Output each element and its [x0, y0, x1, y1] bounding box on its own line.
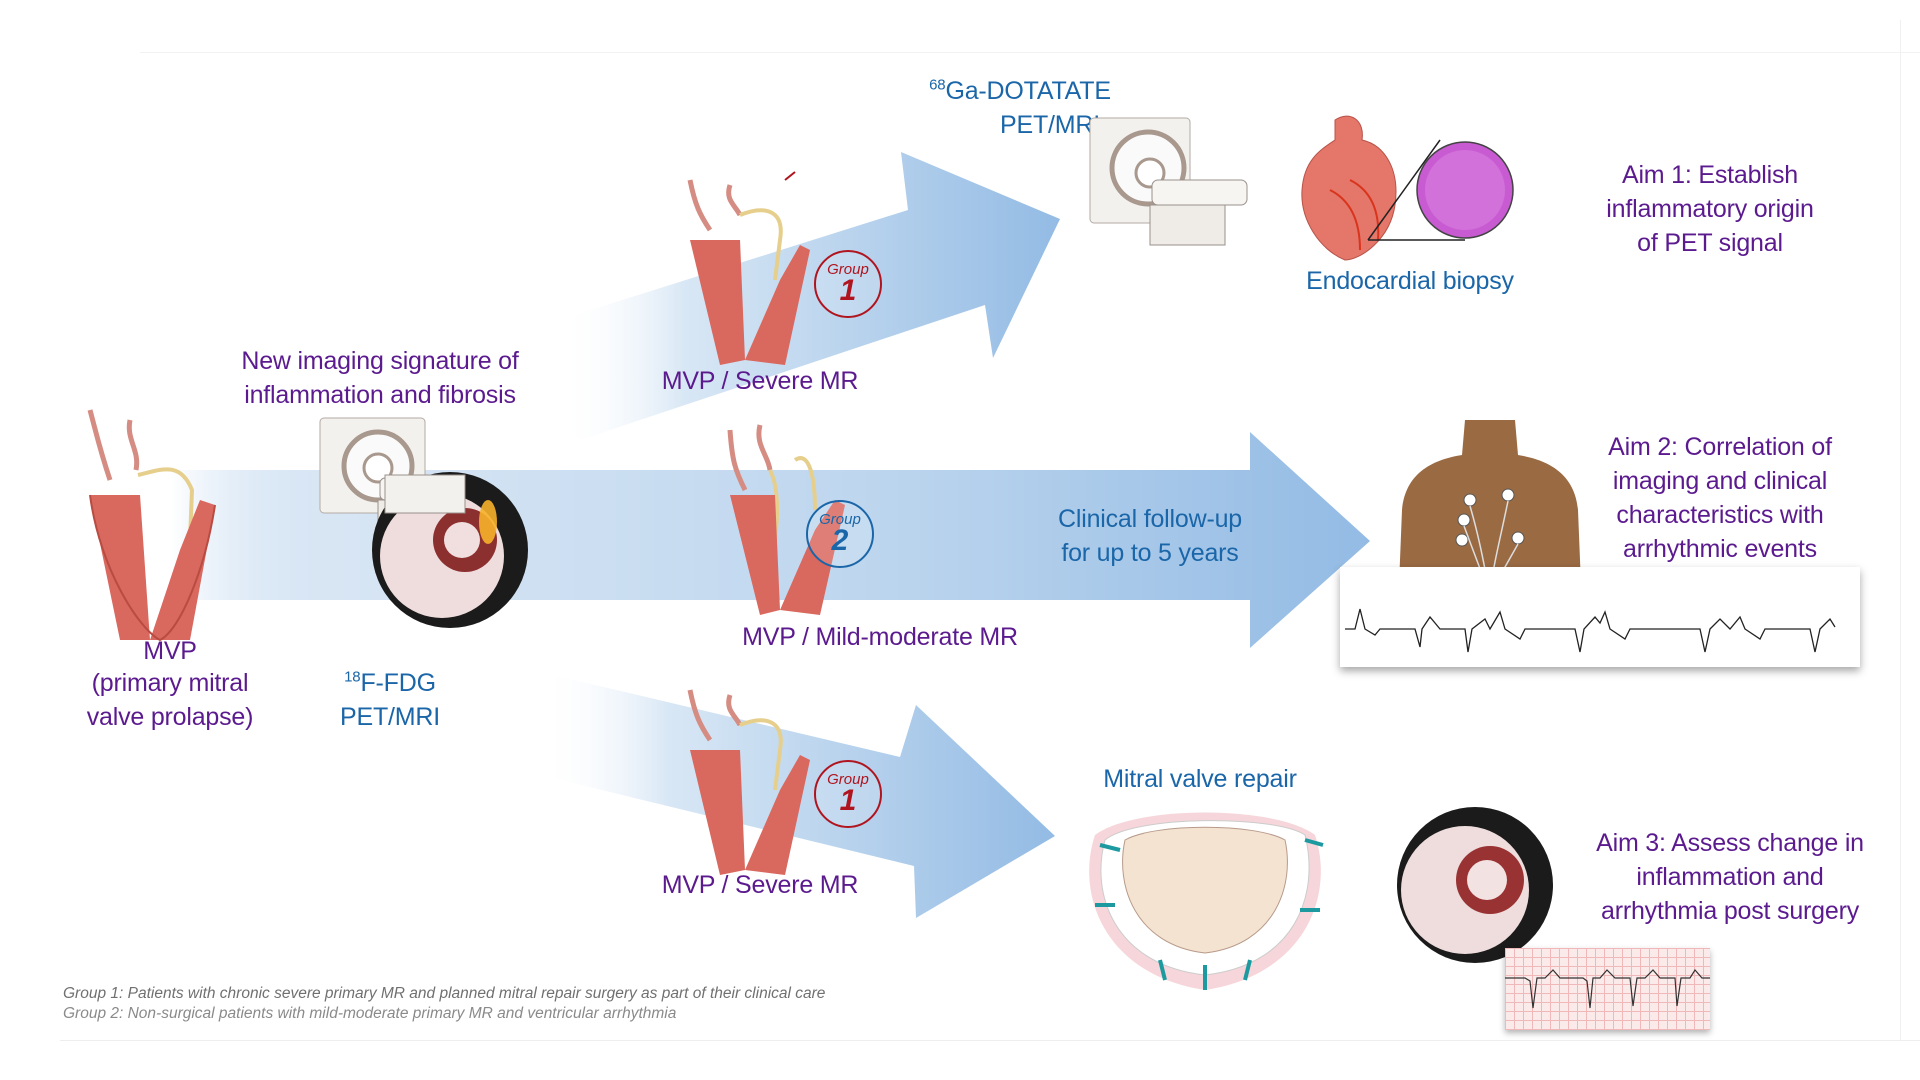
- fdg-tracer-name: F-FDG: [360, 669, 436, 697]
- group-1-badge-bottom: Group 1: [814, 760, 882, 828]
- aim-1-line1: Aim 1: Establish: [1621, 161, 1799, 189]
- ecg-trace-holter: [1345, 608, 1836, 653]
- dotatate-modality-label: PET/MRI: [1000, 111, 1100, 139]
- footnote-group-1: Group 1: Patients with chronic severe pr…: [63, 985, 826, 1002]
- mri-scanner-icon-top: [1089, 117, 1248, 246]
- heart-valve-severe-mr-icon-bottom: [687, 689, 810, 875]
- followup-line2: for up to 5 years: [1061, 539, 1239, 567]
- aim-2-line3: characteristics with: [1616, 501, 1824, 529]
- group-number: 2: [831, 524, 849, 557]
- mvp-subtitle-line2: valve prolapse): [86, 703, 254, 731]
- followup-line1: Clinical follow-up: [1058, 505, 1242, 533]
- group-number: 1: [839, 784, 857, 817]
- aim-3-line1: Aim 3: Assess change in: [1596, 829, 1864, 857]
- cohort-label-middle: MVP / Mild-moderate MR: [742, 623, 1018, 651]
- aim-1-line2: inflammatory origin: [1606, 195, 1814, 223]
- dotatate-isotope-superscript: 68: [929, 76, 946, 94]
- dotatate-tracer-label: 68Ga-DOTATATE: [920, 74, 1120, 108]
- aim-3-line2: inflammation and: [1636, 863, 1824, 891]
- fdg-modality-label: PET/MRI: [340, 703, 440, 731]
- group-word: Group: [827, 261, 869, 278]
- footnote-group-2: Group 2: Non-surgical patients with mild…: [63, 1005, 677, 1022]
- aim-2-line1: Aim 2: Correlation of: [1608, 433, 1832, 461]
- signature-line2: inflammation and fibrosis: [244, 381, 516, 409]
- mvp-subtitle-line1: (primary mitral: [91, 669, 249, 697]
- arrow-top: [560, 152, 1060, 440]
- panel-right-border: [1900, 20, 1901, 1040]
- group-word: Group: [827, 771, 869, 788]
- ecg-strip-holter: [1340, 567, 1860, 667]
- mvp-label: MVP: [143, 637, 197, 665]
- mitral-valve-repair-ring-icon: [1089, 812, 1324, 990]
- heart-valve-severe-mr-icon-top: [687, 171, 810, 365]
- cohort-label-top: MVP / Severe MR: [661, 367, 859, 395]
- endocardial-biopsy-label: Endocardial biopsy: [1306, 267, 1514, 295]
- aim-3-line3: arrhythmia post surgery: [1601, 897, 1859, 925]
- cohort-label-bottom: MVP / Severe MR: [661, 871, 859, 899]
- cardiac-pet-mri-scan-icon: [372, 472, 528, 628]
- group-2-badge: Group 2: [806, 500, 874, 568]
- panel-top-border: [140, 52, 1920, 53]
- heart-valve-diagram-icon: [87, 409, 216, 642]
- panel-bottom-border: [60, 1040, 1920, 1041]
- fdg-isotope-superscript: 18: [344, 668, 361, 686]
- dotatate-tracer-name: Ga-DOTATATE: [945, 77, 1111, 105]
- ecg-strip-post-surgery: [1505, 948, 1710, 1030]
- group-1-badge-top: Group 1: [814, 250, 882, 318]
- aim-1-line3: of PET signal: [1637, 229, 1783, 257]
- group-number: 1: [839, 274, 857, 307]
- ecg-trace-post-surgery: [1505, 968, 1710, 1009]
- aim-2-line2: imaging and clinical: [1612, 467, 1828, 495]
- group-word: Group: [819, 511, 861, 528]
- fdg-tracer-label: 18F-FDG: [310, 666, 470, 700]
- cardiac-mri-post-surgery-icon: [1397, 807, 1553, 963]
- heart-biopsy-icon: [1301, 115, 1514, 261]
- signature-line1: New imaging signature of: [241, 347, 519, 375]
- mitral-valve-repair-label: Mitral valve repair: [1103, 765, 1297, 793]
- aim-2-line4: arrhythmic events: [1623, 535, 1817, 563]
